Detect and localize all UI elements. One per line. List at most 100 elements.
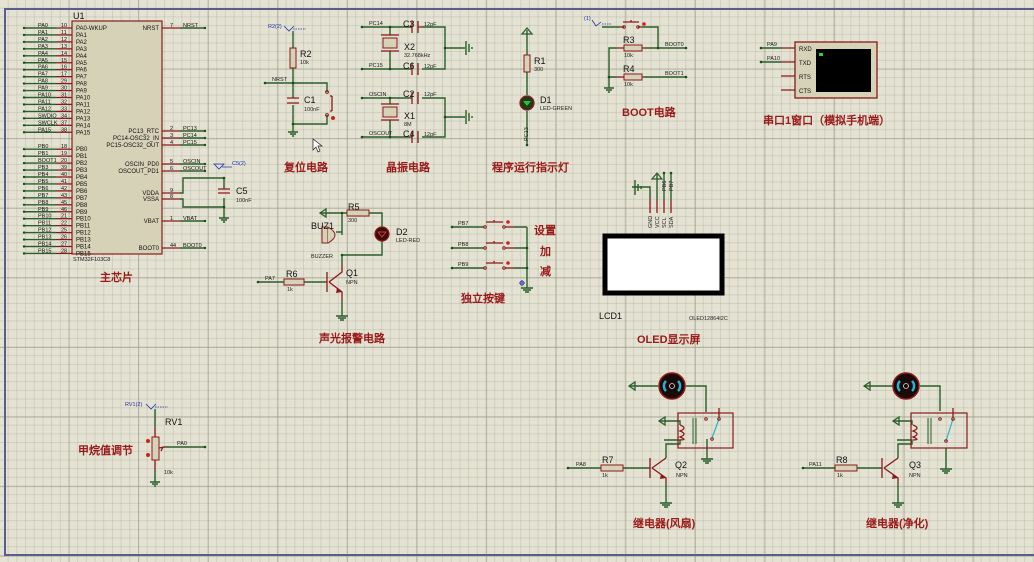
mcu-net-label: PA0 xyxy=(38,23,48,29)
sheet-border xyxy=(4,8,1034,556)
mcu-net-label: PA6 xyxy=(38,65,48,71)
mcu-pin-number: 3 xyxy=(170,133,173,139)
boot-probe[interactable]: (1) xyxy=(584,16,591,22)
mcu-pin-name: PC15-OSC32_OUT xyxy=(106,143,159,149)
mcu-pin-name: PA10 xyxy=(76,96,91,102)
oled-display[interactable]: PB6 PB7 GND VCC SCL SDA LCD1 OLED12864I2… xyxy=(599,171,728,346)
mcu-pin-name: PB7 xyxy=(76,196,88,202)
mcu-pin-number: 43 xyxy=(61,193,67,199)
mcu-pin-number: 32 xyxy=(61,99,67,105)
mcu-pin-name: PB5 xyxy=(76,182,88,188)
mcu-pin-number: 8 xyxy=(170,194,173,200)
mcu-pin-name: PA3 xyxy=(76,47,88,53)
reset-circuit[interactable]: R2(2) R2 10k NRST C1 100nF 复位电路 xyxy=(263,24,335,174)
c4-value: 12pF xyxy=(424,132,437,138)
mcu-pin-name: PA14 xyxy=(76,123,91,129)
q1-value: NPN xyxy=(346,280,358,286)
mcu-pin-name: VDDA xyxy=(142,191,159,197)
mcu-pin-name: OSCOUT_PD1 xyxy=(118,169,159,175)
mcu-pin-number: 7 xyxy=(170,23,173,29)
x2-ref: X2 xyxy=(404,42,415,52)
mcu-net-label: PB3 xyxy=(38,165,48,171)
purify-net: PA11 xyxy=(809,462,822,468)
r2-ref: R2 xyxy=(300,49,312,59)
crystal-circuit[interactable]: PC14 PC15 OSCIN OSCOUT C3 12pF C6 12pF C… xyxy=(360,19,473,174)
mcu-pin-name: PB12 xyxy=(76,231,91,237)
mcu-net-label: PC13 xyxy=(183,126,197,132)
push-button[interactable] xyxy=(483,260,507,270)
r7-ref: R7 xyxy=(602,455,614,465)
gas-potentiometer[interactable]: RV1(2) RV1 10k PA0 甲烷值调节 xyxy=(78,402,207,487)
push-button[interactable] xyxy=(483,240,507,250)
rv1-probe[interactable]: RV1(2) xyxy=(125,402,142,408)
mcu-pin-name: PA11 xyxy=(76,102,90,108)
key-net: PB7 xyxy=(458,221,468,227)
uart-pin-txd: TXD xyxy=(799,61,812,67)
r4-value: 10k xyxy=(624,82,633,88)
r6-value: 1k xyxy=(287,287,293,293)
oled-part: OLED12864I2C xyxy=(689,316,728,322)
r4-ref: R4 xyxy=(623,64,635,74)
crystal-title: 晶振电路 xyxy=(386,160,431,174)
mcu-net-label: PA7 xyxy=(38,72,48,78)
mcu-pin-name: PB4 xyxy=(76,175,88,181)
reset-probe[interactable]: R2(2) xyxy=(268,24,282,30)
relay-purify-circuit[interactable]: PA11 R8 1k Q3 NPN 继电器(净化) xyxy=(801,372,968,530)
mcu-net-label: PA4 xyxy=(38,51,48,57)
mcu-pin-name: PB10 xyxy=(76,217,91,223)
mcu-net-label: PB0 xyxy=(38,144,48,150)
mcu-net-label: PA1 xyxy=(38,30,48,36)
alarm-circuit[interactable]: R5 300 D2 LED-RED BUZ1 BUZZER PA7 R6 1k … xyxy=(256,202,420,345)
d2-ref: D2 xyxy=(396,227,408,237)
mcu-net-label: PA9 xyxy=(38,86,48,92)
mcu-pin-number: 11 xyxy=(61,30,67,36)
r8-ref: R8 xyxy=(836,455,848,465)
boot-title: BOOT电路 xyxy=(622,105,677,119)
c4-ref: C4 xyxy=(403,129,415,139)
q2-value: NPN xyxy=(676,473,688,479)
mcu-pin-number: 34 xyxy=(61,113,67,119)
led-indicator-circuit[interactable]: R1 300 D1 LED-GREEN PC13 程序运行指示灯 xyxy=(492,26,572,174)
r6-ref: R6 xyxy=(286,269,298,279)
mcu-net-label: PB9 xyxy=(38,207,48,213)
uart-net-pa10: PA10 xyxy=(767,56,780,62)
mcu-net-label: PA3 xyxy=(38,44,48,50)
q3-ref: Q3 xyxy=(909,460,921,470)
mcu-pin-name: VSSA xyxy=(143,197,159,203)
key-label-minus: 减 xyxy=(540,264,551,278)
mouse-cursor-icon xyxy=(312,138,324,153)
mcu-pin-name: PB9 xyxy=(76,210,88,216)
mcu-pin-number: 12 xyxy=(61,37,67,43)
mcu-pin-number: 27 xyxy=(61,242,67,248)
mcu-ref: U1 xyxy=(73,11,85,21)
uart-terminal[interactable]: PA9 PA10 RXD TXD RTS CTS 串口1窗口（模拟手机端） xyxy=(759,41,890,127)
mcu-body[interactable] xyxy=(71,20,163,255)
q3-value: NPN xyxy=(909,473,921,479)
push-button[interactable] xyxy=(483,219,507,229)
c5-probe[interactable]: C5(2) xyxy=(232,161,246,167)
keys-title: 独立按键 xyxy=(460,291,506,305)
c2-value: 12pF xyxy=(424,92,437,98)
d1-ref: D1 xyxy=(540,95,552,105)
mcu-pin-name: PA8 xyxy=(76,82,88,88)
mcu-section-title: 主芯片 xyxy=(100,270,133,284)
c6-value: 12pF xyxy=(424,64,437,70)
c1-ref: C1 xyxy=(304,95,316,105)
gas-net: PA0 xyxy=(177,441,187,447)
x2-value: 32.768kHz xyxy=(404,53,431,59)
mcu-net-label: VBAT xyxy=(183,216,198,222)
mcu-pin-number: 26 xyxy=(61,235,67,241)
mcu-pin-number: 14 xyxy=(61,51,67,57)
boot-circuit[interactable]: (1) R3 10k R4 10k BOOT0 BOOT1 BOOT电路 xyxy=(584,16,688,119)
uart-pin-rts: RTS xyxy=(799,75,811,81)
mcu-pin-number: 31 xyxy=(61,93,67,99)
mcu-pin-name: PB15 xyxy=(76,251,91,257)
mcu-net-label: BOOT1 xyxy=(38,158,57,164)
relay-fan-circuit[interactable]: PA8 R7 1k Q2 NPN 继电器(风扇) xyxy=(566,372,734,530)
mcu-pin-name: PA15 xyxy=(76,130,91,136)
mcu-pin-number: 40 xyxy=(61,172,67,178)
mcu-pin-name: PB3 xyxy=(76,168,88,174)
mcu-net-label: PB12 xyxy=(38,228,51,234)
